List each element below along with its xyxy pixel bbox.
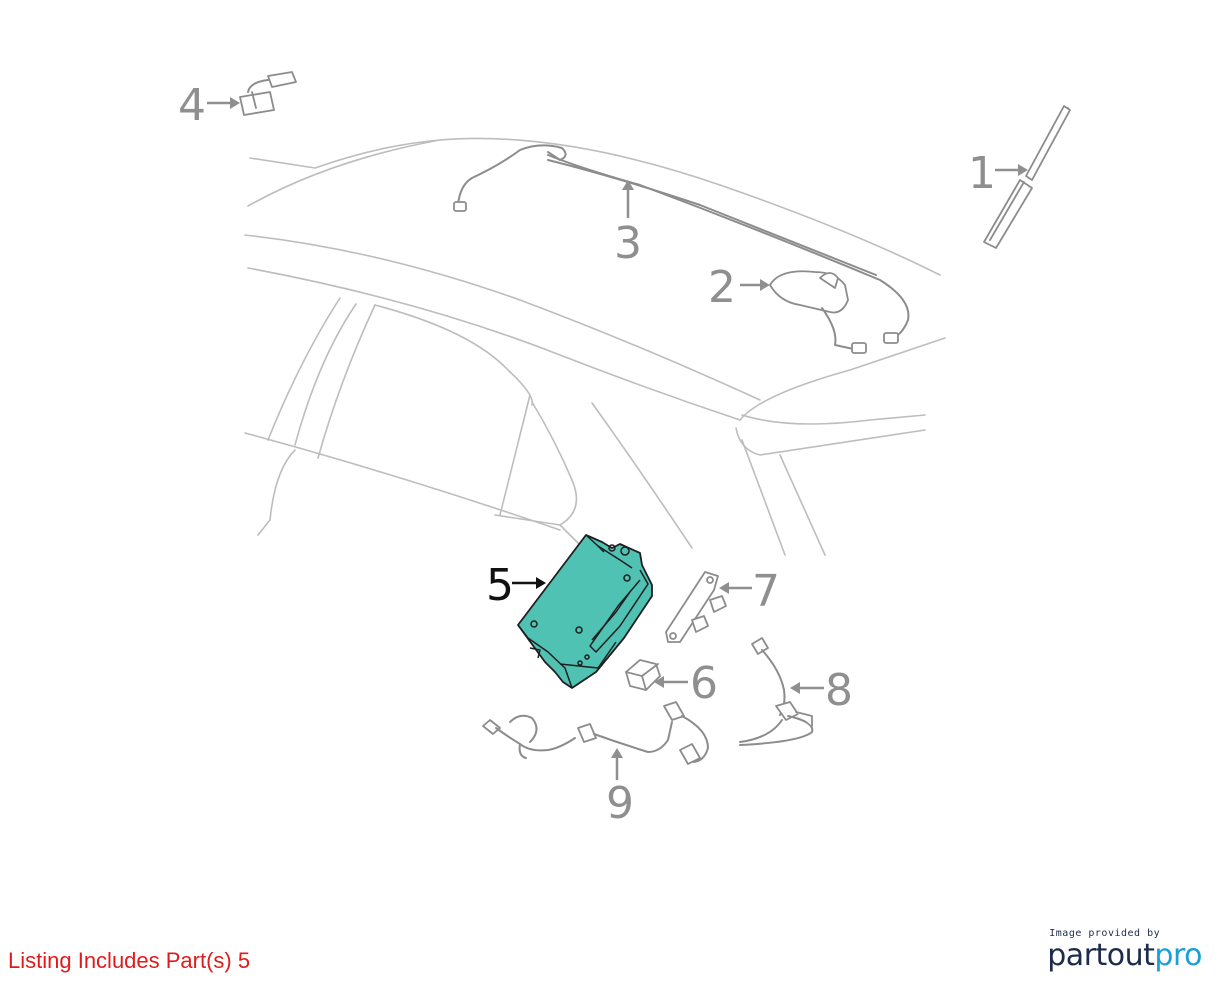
brand-caption: Image provided by [1049, 928, 1161, 939]
part-9-harness [482, 701, 709, 765]
part-2-antenna-base [769, 270, 867, 354]
callout-2: 2 [708, 262, 736, 313]
callout-9: 9 [606, 778, 634, 829]
callout-arrows [207, 97, 1028, 780]
callout-5: 5 [486, 560, 514, 611]
vehicle-outline [244, 137, 946, 556]
part-1-antenna-mast [983, 105, 1071, 249]
partoutpro-logo: partoutpro [1047, 939, 1202, 973]
brand-attribution: Image provided by partoutpro [1047, 928, 1202, 973]
callout-7: 7 [752, 566, 780, 617]
part-6-relay [625, 659, 661, 691]
part-3-roof-cable [453, 144, 910, 344]
part-5-module-highlighted [517, 534, 653, 689]
callout-6: 6 [690, 658, 718, 709]
part-8-harness [739, 637, 814, 746]
callout-4: 4 [178, 80, 206, 131]
logo-text-part1: partout [1047, 938, 1155, 973]
callout-8: 8 [825, 665, 853, 716]
callout-3: 3 [614, 218, 642, 269]
callout-1: 1 [968, 148, 996, 199]
part-7-bracket [665, 571, 727, 643]
callout-labels: 1 2 3 4 5 6 7 8 9 [178, 80, 996, 829]
listing-includes-text: Listing Includes Part(s) 5 [8, 948, 251, 973]
part-4-connector [239, 71, 297, 116]
logo-text-part2: pro [1154, 938, 1202, 973]
